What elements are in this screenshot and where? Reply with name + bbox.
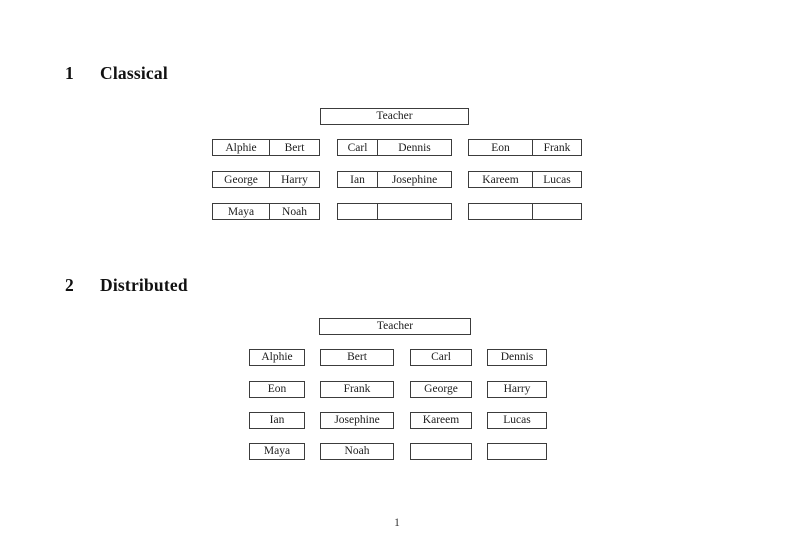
classical-desk-r2c0: Maya Noah [212, 203, 320, 220]
seat: Eon [491, 141, 510, 154]
classical-desk-r0c2: Eon Frank [468, 139, 582, 156]
classical-desk-r1c1: Ian Josephine [337, 171, 452, 188]
distributed-desk-r1c1: Frank [320, 381, 394, 398]
distributed-desk-r3c0: Maya [249, 443, 305, 460]
seat: Noah [269, 204, 319, 219]
section-title: Distributed [100, 275, 188, 295]
distributed-desk-r3c3 [487, 443, 547, 460]
seat: Carl [347, 141, 368, 154]
seat [532, 204, 581, 219]
section-number: 1 [65, 63, 74, 83]
seat: Frank [532, 140, 581, 155]
classical-desk-r2c2 [468, 203, 582, 220]
seat: Maya [227, 205, 255, 218]
distributed-desk-r0c0: Alphie [249, 349, 305, 366]
classical-desk-r0c1: Carl Dennis [337, 139, 452, 156]
seat: George [224, 173, 258, 186]
distributed-teacher-box: Teacher [319, 318, 471, 335]
distributed-desk-r0c2: Carl [410, 349, 472, 366]
distributed-desk-r3c2 [410, 443, 472, 460]
classical-teacher-box: Teacher [320, 108, 469, 125]
distributed-desk-r2c0: Ian [249, 412, 305, 429]
section-title: Classical [100, 63, 168, 83]
classical-desk-r1c0: George Harry [212, 171, 320, 188]
distributed-desk-r0c1: Bert [320, 349, 394, 366]
page-number: 1 [394, 517, 400, 529]
distributed-desk-r2c3: Lucas [487, 412, 547, 429]
seat [469, 204, 532, 219]
section-number: 2 [65, 275, 74, 295]
distributed-desk-r0c3: Dennis [487, 349, 547, 366]
seat: Ian [350, 173, 365, 186]
seat: Josephine [377, 172, 451, 187]
classical-desk-r2c1 [337, 203, 452, 220]
seat: Bert [269, 140, 319, 155]
distributed-desk-r3c1: Noah [320, 443, 394, 460]
distributed-desk-r1c2: George [410, 381, 472, 398]
classical-desk-r0c0: Alphie Bert [212, 139, 320, 156]
classical-desk-r1c2: Kareem Lucas [468, 171, 582, 188]
section-heading-classical: 1 Classical [65, 63, 168, 84]
distributed-desk-r1c0: Eon [249, 381, 305, 398]
distributed-desk-r2c2: Kareem [410, 412, 472, 429]
seat: Dennis [377, 140, 451, 155]
distributed-desk-r2c1: Josephine [320, 412, 394, 429]
seat: Harry [269, 172, 319, 187]
seat [377, 204, 451, 219]
seat: Kareem [482, 173, 519, 186]
section-heading-distributed: 2 Distributed [65, 275, 188, 296]
seat [338, 204, 377, 219]
seat: Alphie [225, 141, 257, 154]
seat: Lucas [532, 172, 581, 187]
distributed-desk-r1c3: Harry [487, 381, 547, 398]
